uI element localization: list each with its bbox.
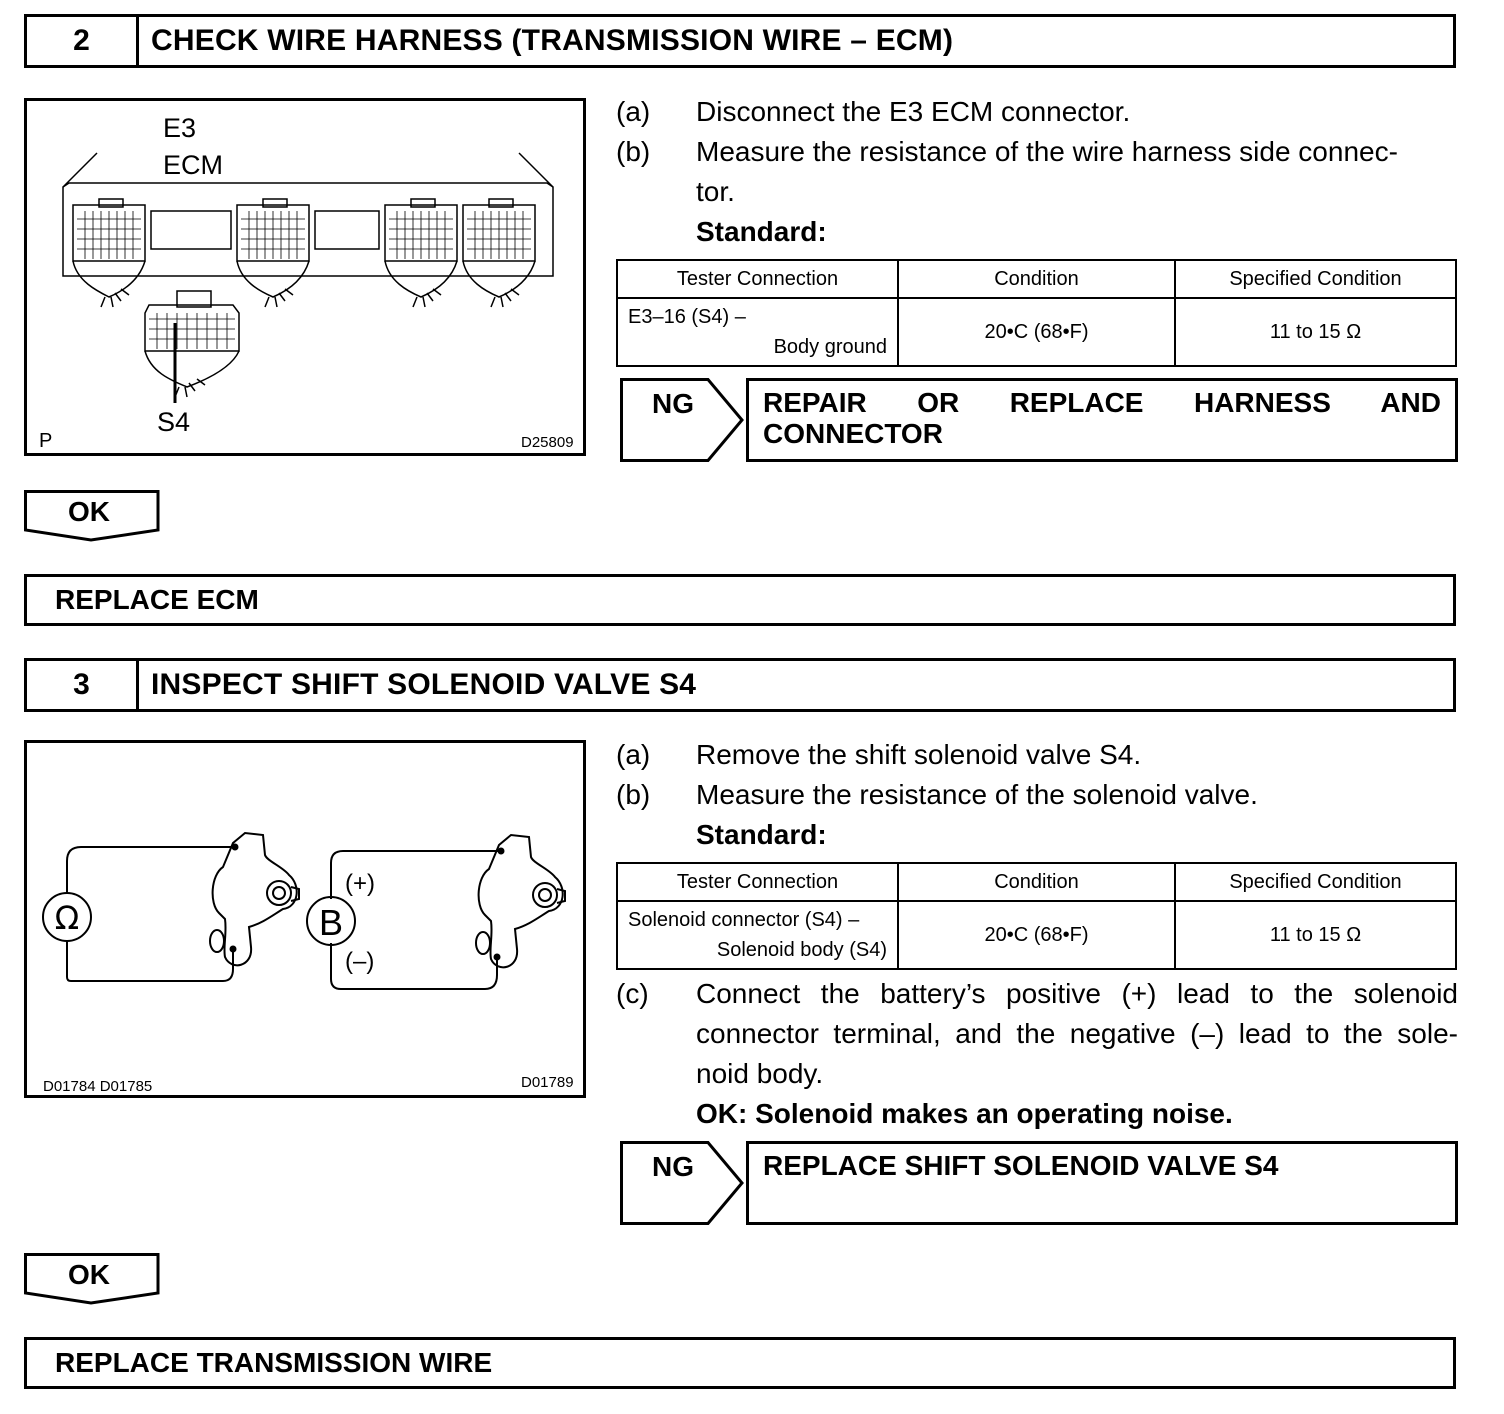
- tester-line-2: Body ground: [773, 336, 887, 358]
- instruction-label: (c): [616, 978, 649, 1009]
- ok-branch-1: OK: [24, 490, 160, 542]
- ng-action: REPAIR OR REPLACE HARNESS AND CONNECTOR: [746, 378, 1458, 462]
- ecm-connector-figure: E3 ECM S4 P D25809: [24, 98, 586, 456]
- table-row: E3–16 (S4) – Body ground 20•C (68•F) 11 …: [616, 297, 1457, 367]
- instruction-label: (a): [616, 96, 651, 127]
- instruction-label: (a): [616, 739, 651, 770]
- instruction-c: (c) Connect the battery’s positive (+) l…: [616, 974, 1458, 1014]
- battery-icon: B: [319, 902, 343, 943]
- tester-line-1: E3–16 (S4) –: [628, 306, 746, 328]
- ok-label: OK: [68, 1259, 110, 1290]
- instruction-label: (b): [616, 136, 651, 167]
- step-2-spec-table: Tester Connection Condition Specified Co…: [616, 259, 1457, 367]
- solenoid-test-figure: Ω B (+) (–) D01784 D01785 D01789: [24, 740, 586, 1098]
- instruction-text: Disconnect the E3 ECM connector.: [696, 96, 1131, 127]
- header-specified-condition: Specified Condition: [1174, 862, 1457, 902]
- step-2-instructions: (a) Disconnect the E3 ECM connector. (b)…: [616, 92, 1458, 252]
- instruction-b: (b) Measure the resistance of the wire h…: [616, 132, 1458, 172]
- figure-codes-left: D01784 D01785: [43, 1078, 152, 1095]
- instruction-text: Connect the battery’s positive (+) lead …: [696, 978, 1458, 1009]
- ng-action: REPLACE SHIFT SOLENOID VALVE S4: [746, 1141, 1458, 1225]
- instruction-a: (a) Remove the shift solenoid valve S4.: [616, 735, 1458, 775]
- minus-label: (–): [345, 948, 374, 975]
- step-number: 3: [27, 661, 139, 709]
- header-specified-condition: Specified Condition: [1174, 259, 1457, 299]
- ng-arrow-shape: [620, 1141, 744, 1225]
- header-condition: Condition: [897, 862, 1176, 902]
- label-p: P: [39, 430, 52, 452]
- step-title: CHECK WIRE HARNESS (TRANSMISSION WIRE – …: [151, 24, 954, 57]
- ecm-connector-illustration: E3 ECM S4 P D25809: [39, 113, 574, 452]
- instruction-continuation: tor.: [696, 176, 735, 207]
- cell-specified: 11 to 15 Ω: [1174, 900, 1457, 970]
- ok-arrow-shape: [24, 1253, 160, 1305]
- cell-tester-connection: E3–16 (S4) – Body ground: [616, 297, 899, 367]
- step-3-instruction-c: (c) Connect the battery’s positive (+) l…: [616, 974, 1458, 1134]
- step-2-ng-branch: NG REPAIR OR REPLACE HARNESS AND CONNECT…: [620, 378, 1458, 462]
- instruction-text: noid body.: [696, 1058, 824, 1089]
- ok-label: OK: [68, 496, 110, 527]
- ok-arrow-shape: [24, 490, 160, 542]
- table-header-row: Tester Connection Condition Specified Co…: [616, 862, 1457, 902]
- label-ecm: ECM: [163, 150, 223, 180]
- ok-result-text: OK: Solenoid makes an operating noise.: [696, 1098, 1233, 1129]
- tester-line-2: Solenoid body (S4): [716, 939, 887, 961]
- result-replace-ecm: REPLACE ECM: [24, 574, 1456, 626]
- cell-specified: 11 to 15 Ω: [1174, 297, 1457, 367]
- instruction-text: Remove the shift solenoid valve S4.: [696, 739, 1142, 770]
- figure-code-right: D01789: [521, 1074, 574, 1091]
- instruction-a: (a) Disconnect the E3 ECM connector.: [616, 92, 1458, 132]
- ng-label: NG: [652, 388, 694, 419]
- result-replace-transmission-wire: REPLACE TRANSMISSION WIRE: [24, 1337, 1456, 1389]
- ng-arrow-shape: [620, 378, 744, 462]
- step-3-ng-branch: NG REPLACE SHIFT SOLENOID VALVE S4: [620, 1141, 1458, 1225]
- label-e3: E3: [163, 113, 196, 143]
- ok-branch-2: OK: [24, 1253, 160, 1305]
- plus-label: (+): [345, 870, 375, 897]
- ng-label: NG: [652, 1151, 694, 1182]
- step-3-spec-table: Tester Connection Condition Specified Co…: [616, 862, 1457, 970]
- header-condition: Condition: [897, 259, 1176, 299]
- step-title: INSPECT SHIFT SOLENOID VALVE S4: [151, 668, 697, 701]
- ohmmeter-icon: Ω: [55, 899, 79, 937]
- step-2-header: 2 CHECK WIRE HARNESS (TRANSMISSION WIRE …: [24, 14, 1456, 68]
- standard-label: Standard:: [696, 819, 827, 850]
- instruction-text: Measure the resistance of the wire harne…: [696, 136, 1398, 167]
- table-row: Solenoid connector (S4) – Solenoid body …: [616, 900, 1457, 970]
- solenoid-test-illustration: Ω B (+) (–) D01784 D01785 D01789: [42, 831, 574, 1095]
- cell-condition: 20•C (68•F): [897, 297, 1176, 367]
- instruction-label: (b): [616, 779, 651, 810]
- standard-label: Standard:: [696, 216, 827, 247]
- header-tester-connection: Tester Connection: [616, 259, 899, 299]
- cell-condition: 20•C (68•F): [897, 900, 1176, 970]
- header-tester-connection: Tester Connection: [616, 862, 899, 902]
- cell-tester-connection: Solenoid connector (S4) – Solenoid body …: [616, 900, 899, 970]
- label-s4: S4: [157, 407, 190, 437]
- table-header-row: Tester Connection Condition Specified Co…: [616, 259, 1457, 299]
- step-3-instructions: (a) Remove the shift solenoid valve S4. …: [616, 735, 1458, 855]
- step-number: 2: [27, 17, 139, 65]
- step-3-header: 3 INSPECT SHIFT SOLENOID VALVE S4: [24, 658, 1456, 712]
- instruction-text: connector terminal, and the negative (–)…: [696, 1018, 1458, 1049]
- instruction-text: Measure the resistance of the solenoid v…: [696, 779, 1258, 810]
- tester-line-1: Solenoid connector (S4) –: [628, 909, 860, 931]
- figure-code: D25809: [521, 434, 574, 451]
- instruction-b: (b) Measure the resistance of the soleno…: [616, 775, 1458, 815]
